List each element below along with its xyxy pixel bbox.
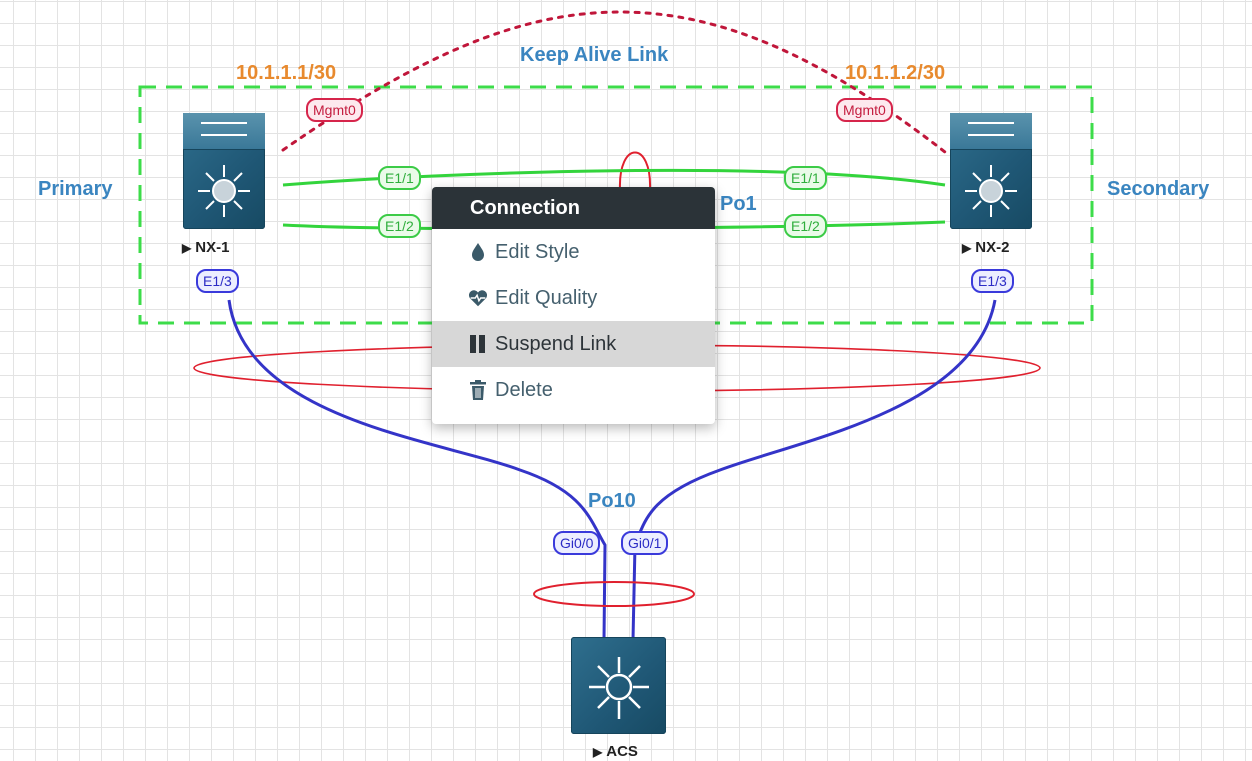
connection-context-menu: Connection Edit Style Edit Quality Suspe… [432, 187, 715, 424]
menu-item-suspend-link[interactable]: Suspend Link [432, 321, 715, 367]
port-e1-3-nx2[interactable]: E1/3 [971, 269, 1014, 293]
expand-triangle-icon: ▶ [593, 745, 603, 759]
nx1-label[interactable]: ▶NX-1 [182, 239, 229, 256]
ip-right-label: 10.1.1.2/30 [845, 62, 946, 84]
peer-link-1[interactable] [282, 168, 946, 187]
port-e1-1-nx1[interactable]: E1/1 [378, 166, 421, 190]
context-menu-header: Connection [432, 187, 715, 229]
port-e1-3-nx1[interactable]: E1/3 [196, 269, 239, 293]
primary-label: Primary [38, 178, 113, 200]
acs-switch-icon[interactable] [571, 637, 666, 734]
acs-name: ACS [606, 743, 638, 760]
port-e1-2-nx1[interactable]: E1/2 [378, 214, 421, 238]
trash-icon [470, 380, 486, 400]
pause-icon [470, 335, 485, 353]
port-e1-2-nx2[interactable]: E1/2 [784, 214, 827, 238]
menu-item-delete[interactable]: Delete [432, 367, 715, 413]
expand-triangle-icon: ▶ [182, 241, 192, 255]
port-gi0-1-acs[interactable]: Gi0/1 [621, 531, 669, 555]
po10-label: Po10 [588, 490, 636, 512]
acs-label[interactable]: ▶ACS [593, 743, 638, 760]
port-gi0-0-acs[interactable]: Gi0/0 [553, 531, 601, 555]
menu-item-label: Edit Style [495, 241, 580, 263]
switch-arrows-icon [965, 122, 1017, 217]
nx2-switch-icon[interactable] [950, 113, 1032, 229]
expand-triangle-icon: ▶ [962, 241, 972, 255]
menu-item-edit-style[interactable]: Edit Style [432, 229, 715, 275]
keepalive-label: Keep Alive Link [520, 44, 669, 66]
po1-ring [618, 151, 652, 191]
nx1-name: NX-1 [195, 239, 230, 256]
port-e1-1-nx2[interactable]: E1/1 [784, 166, 827, 190]
secondary-label: Secondary [1107, 178, 1210, 200]
menu-item-label: Delete [495, 379, 553, 401]
nx2-name: NX-2 [975, 239, 1010, 256]
nx2-label[interactable]: ▶NX-2 [962, 239, 1009, 256]
menu-item-label: Edit Quality [495, 287, 598, 309]
uplink-nx1[interactable] [227, 299, 607, 641]
nx1-switch-icon[interactable] [183, 113, 265, 229]
menu-item-edit-quality[interactable]: Edit Quality [432, 275, 715, 321]
uplink-nx2[interactable] [631, 299, 997, 641]
switch-arrows-icon [198, 122, 250, 217]
ip-left-label: 10.1.1.1/30 [236, 62, 337, 84]
po10-ring-lower [533, 581, 695, 607]
keepalive-link[interactable] [281, 10, 947, 154]
menu-item-label: Suspend Link [495, 333, 617, 355]
heartbeat-icon [468, 290, 488, 307]
po1-label: Po1 [720, 193, 757, 215]
port-mgmt0-nx1[interactable]: Mgmt0 [306, 98, 363, 122]
port-mgmt0-nx2[interactable]: Mgmt0 [836, 98, 893, 122]
droplet-icon [472, 243, 484, 261]
router-arrows-icon [589, 657, 649, 719]
